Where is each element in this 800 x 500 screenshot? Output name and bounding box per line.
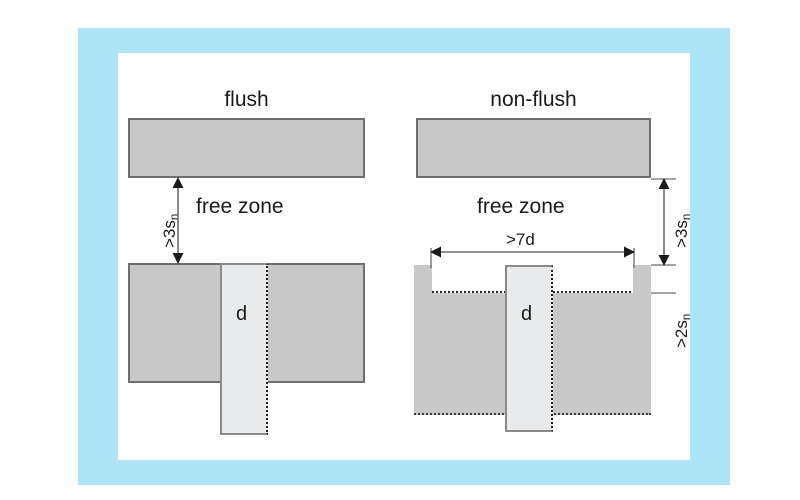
left-mounting-block-right-half [266,263,365,383]
right-recess-dim-label: >2sn [672,313,694,348]
right-free-zone-label: free zone [477,195,565,218]
left-mounting-block-left-half [128,263,222,383]
left-target-plate [128,118,365,178]
right-target-plate [416,118,651,178]
left-sensor-body [220,263,268,435]
left-diagram-title: flush [224,88,269,111]
right-mounting-bed-right [551,293,651,415]
left-diameter-label: d [236,303,248,325]
right-diameter-label: d [521,303,533,325]
right-diagram-title: non-flush [490,88,577,111]
right-width-dim-label: >7d [506,230,535,249]
right-clearance-dim-label: >3sn [672,213,694,248]
left-clearance-dim-label: >3sn [160,213,182,248]
left-free-zone-label: free zone [196,195,284,218]
right-sensor-body [505,265,553,432]
